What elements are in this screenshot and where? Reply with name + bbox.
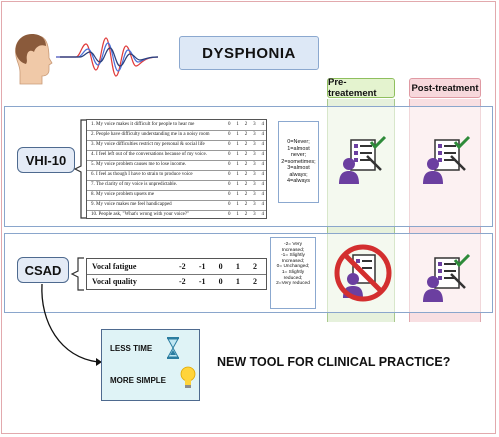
question-text: 9. My voice makes me feel handicapped [91,202,172,207]
question-text: 3. My voice difficulties restrict my per… [91,142,205,147]
csad-to-tool-arrow [41,283,102,366]
survey-person-check-icon [423,135,471,184]
vhi10-questionnaire: 1. My voice makes it difficult for peopl… [86,119,267,219]
table-row: 2. People have difficulty understanding … [87,130,266,141]
question-text: 1. My voice makes it difficult for peopl… [91,122,195,127]
hourglass-icon [167,337,179,359]
closing-question: NEW TOOL FOR CLINICAL PRACTICE? [217,355,451,369]
table-row: 5. My voice problem causes me to lose in… [87,160,266,171]
table-row: 4. I feel left out of the conversations … [87,150,266,161]
vhi-bracket-lines [74,119,86,219]
table-row: 7. The clarity of my voice is unpredicta… [87,180,266,191]
head-sound-wave-icon [15,34,159,85]
more-simple-label: MORE SIMPLE [110,376,167,385]
question-text: 8. My voice problem upsets me [91,192,155,197]
csad-label: CSAD [17,257,69,283]
lightbulb-icon [180,366,196,388]
question-text: 7. The clarity of my voice is unpredicta… [91,182,178,187]
no-survey-icon [334,244,392,302]
table-row: 1. My voice makes it difficult for peopl… [87,120,266,131]
question-text: 10. People ask, "What's wrong with your … [91,212,190,217]
csad-item: Vocal quality [92,277,137,286]
question-text: 5. My voice problem causes me to lose in… [91,162,187,167]
table-row: 6. I feel as though I have to strain to … [87,170,266,181]
question-text: 6. I feel as though I have to strain to … [91,172,193,177]
vhi10-label: VHI-10 [17,147,75,173]
csad-item: Vocal fatigue [92,262,137,271]
survey-person-check-icon [339,135,387,184]
question-text: 2. People have difficulty understanding … [91,132,210,137]
survey-person-check-icon [423,253,471,302]
less-time-label: LESS TIME [110,344,153,353]
pre-treatment-header: Pre-treatement [327,77,395,99]
csad-bracket [70,257,84,291]
question-text: 4. I feel left out of the conversations … [91,152,207,157]
table-row: 10. People ask, "What's wrong with your … [87,210,266,220]
benefits-box: LESS TIME MORE SIMPLE [101,329,200,401]
diagram-title: DYSPHONIA [179,36,319,70]
table-row: 3. My voice difficulties restrict my per… [87,140,266,151]
post-treatment-header: Post-treatment [409,78,481,98]
